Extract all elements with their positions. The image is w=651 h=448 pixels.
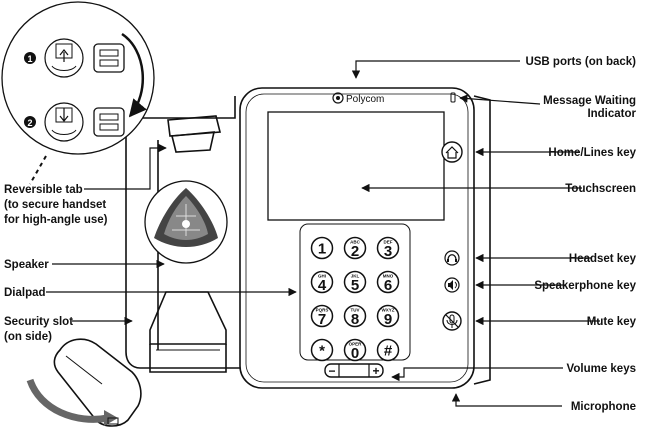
headset-key[interactable] <box>444 250 460 266</box>
label-reversible-tab-line3: for high-angle use) <box>4 214 108 226</box>
label-indicator: Indicator <box>587 108 636 120</box>
dialpad-key[interactable]: * <box>310 338 334 362</box>
label-mute-key: Mute key <box>587 316 637 328</box>
speakerphone-key[interactable] <box>444 277 460 293</box>
step-1-number: 1 <box>27 54 32 64</box>
dialpad-key-circle[interactable] <box>376 236 400 260</box>
dialpad-key-number: 7 <box>318 311 326 328</box>
labels-left: Reversible tab (to secure handset for hi… <box>4 184 108 343</box>
label-speakerphone-key: Speakerphone key <box>534 280 636 292</box>
dialpad-key-letters: TUV <box>351 308 360 313</box>
volume-up-label[interactable]: + <box>372 364 379 378</box>
labels-right: USB ports (on back) Message Waiting Indi… <box>525 56 636 413</box>
dialpad-key[interactable]: # <box>376 338 400 362</box>
dialpad-key-letters: MNO <box>383 274 394 279</box>
mute-microphone-icon <box>445 314 459 328</box>
dialpad-key-circle[interactable] <box>310 270 334 294</box>
home-lines-key[interactable] <box>441 141 463 163</box>
handset <box>149 291 227 373</box>
dialpad-key-number: 1 <box>318 241 326 258</box>
dialpad-key-circle[interactable] <box>343 304 367 328</box>
dialpad-key-number: 6 <box>384 277 392 294</box>
label-speaker: Speaker <box>4 259 49 271</box>
dialpad-key-letters: PQRS <box>316 308 329 313</box>
dialpad-key-circle[interactable] <box>376 338 400 362</box>
dialpad-key-letters: ABC <box>350 240 360 245</box>
dialpad-key-number: 5 <box>351 277 359 294</box>
dialpad-key-number: * <box>319 343 325 360</box>
handset-side-view <box>26 338 142 427</box>
brand-text: Polycom <box>346 94 384 105</box>
step-1-marker: 1 <box>24 52 36 64</box>
label-microphone: Microphone <box>571 401 636 413</box>
dialpad-key-circle[interactable] <box>343 338 367 362</box>
volume-keys[interactable]: − + <box>324 363 384 378</box>
label-headset-key: Headset key <box>569 253 637 265</box>
dialpad-key-circle[interactable] <box>310 236 334 260</box>
mute-key[interactable] <box>442 311 462 331</box>
dialpad-key-circle[interactable] <box>310 338 334 362</box>
callout-lines <box>46 60 600 407</box>
dialpad-key-circle[interactable] <box>343 236 367 260</box>
headset-icon <box>447 254 457 262</box>
dialpad-key-letters: JKL <box>351 274 360 279</box>
label-reversible-tab-line2: (to secure handset <box>4 199 106 211</box>
dialpad-key-number: 3 <box>384 243 392 260</box>
dialpad-key-letters: GHI <box>318 274 326 279</box>
label-home-lines-key: Home/Lines key <box>548 147 636 159</box>
speaker-grille <box>144 180 228 264</box>
dialpad-key-number: # <box>384 343 393 360</box>
dialpad-key-letters: DEF <box>384 240 393 245</box>
inset-connector <box>29 155 47 185</box>
message-waiting-led <box>450 92 456 103</box>
dialpad-key-letters: WXYZ <box>382 308 395 313</box>
step-2-marker: 2 <box>24 116 36 128</box>
dialpad-key[interactable]: 1 <box>310 236 334 260</box>
reversible-tab-inset: 1 2 <box>1 1 155 155</box>
dialpad-key-number: 9 <box>384 311 392 328</box>
dialpad-key-letters: OPER <box>349 342 363 347</box>
label-security-slot-line2: (on side) <box>4 331 52 343</box>
volume-down-label[interactable]: − <box>328 364 335 378</box>
label-touchscreen: Touchscreen <box>565 183 636 195</box>
dialpad-key-circle[interactable] <box>310 304 334 328</box>
home-icon <box>445 146 459 159</box>
label-security-slot: Security slot <box>4 316 73 328</box>
dialpad-key-circle[interactable] <box>376 304 400 328</box>
dialpad-key-number: 4 <box>318 277 327 294</box>
dialpad-key-circle[interactable] <box>376 270 400 294</box>
dialpad-key-number: 8 <box>351 311 359 328</box>
label-reversible-tab: Reversible tab <box>4 184 83 196</box>
polycom-logo: Polycom <box>332 92 384 105</box>
dialpad-key-number: 0 <box>351 345 359 362</box>
label-usb-ports: USB ports (on back) <box>525 56 636 68</box>
dialpad-key-number: 2 <box>351 243 359 260</box>
label-dialpad: Dialpad <box>4 287 46 299</box>
label-volume-keys: Volume keys <box>567 363 636 375</box>
speaker-icon <box>448 280 457 290</box>
dialpad-key-circle[interactable] <box>343 270 367 294</box>
touchscreen[interactable] <box>267 111 445 221</box>
step-2-number: 2 <box>27 118 32 128</box>
label-message-waiting: Message Waiting <box>543 95 636 107</box>
